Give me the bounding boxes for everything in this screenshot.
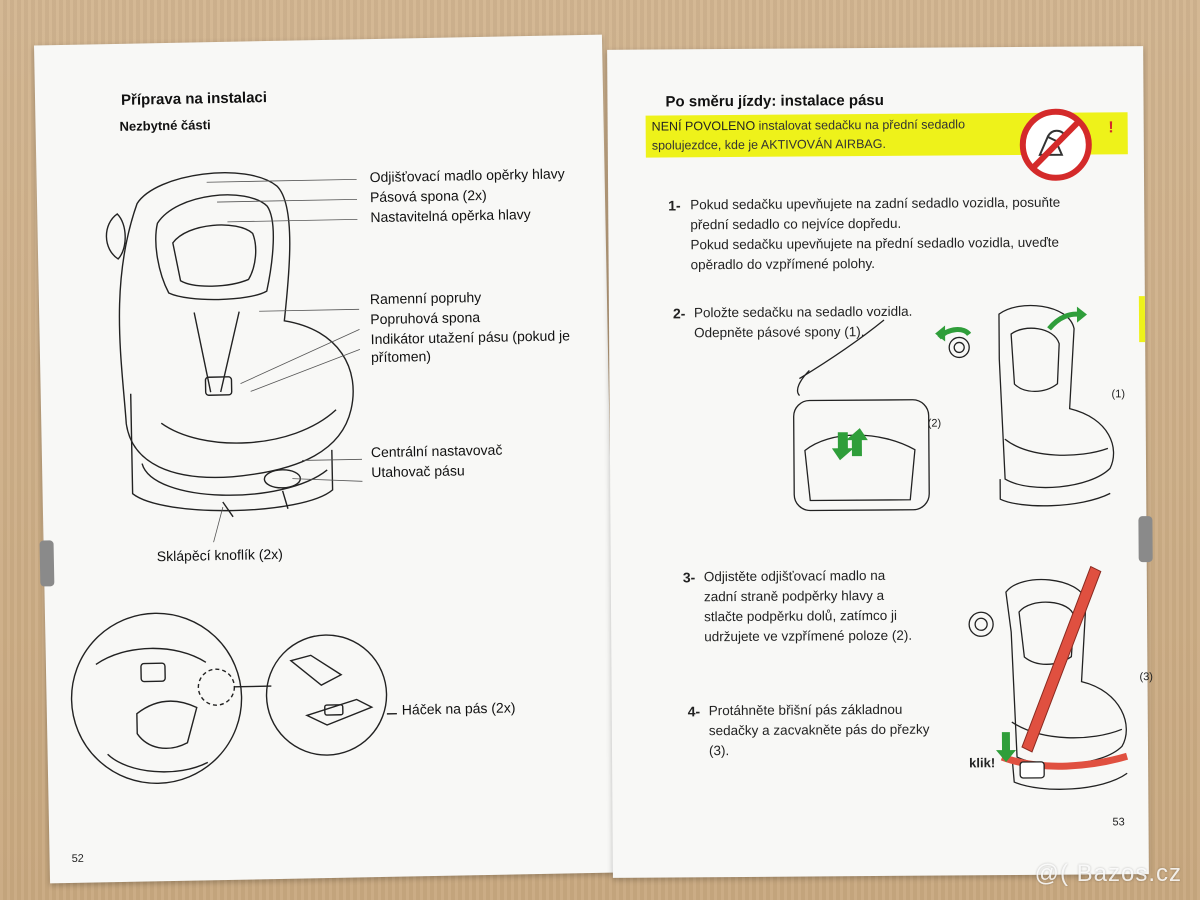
page-number-left: 52 <box>72 853 84 865</box>
page-number-right: 53 <box>1112 816 1124 828</box>
step-4-number: 4- <box>688 703 701 719</box>
step-4-line: Protáhněte břišní pás základnou <box>709 700 930 722</box>
part-label-belt-hook: Háček na pás (2x) <box>402 699 516 718</box>
warning-exclamation: ! <box>1108 118 1113 137</box>
warning-text-line1: instalovat sedačku na přední sedadlo <box>755 117 965 132</box>
step-1-line: opěradlo do vzpřímené polohy. <box>691 252 1131 275</box>
part-label-central-adjuster: Centrální nastavovač <box>371 442 503 462</box>
page-edge-tab <box>40 540 55 586</box>
part-label-belt-tensioner: Utahovač pásu <box>371 462 465 481</box>
part-label-belt-buckle: Pásová spona (2x) <box>370 187 487 206</box>
step-4-text: Protáhněte břišní pás základnou sedačky … <box>709 700 930 762</box>
car-seat-illustration <box>96 159 363 524</box>
part-label-tension-indicator: Indikátor utažení pásu (pokud je <box>371 327 571 348</box>
step-2-illustration <box>789 298 1131 520</box>
figure-label-3: (3) <box>1139 671 1153 683</box>
left-page-title: Příprava na instalaci <box>121 89 267 109</box>
step-3-line: udržujete ve vzpřímené poloze (2). <box>704 626 912 647</box>
step-3-text: Odjistěte odjišťovací madlo na zadní str… <box>704 566 912 647</box>
page-edge-tab-right <box>1138 516 1152 562</box>
step-3-line: zadní straně podpěrky hlavy a <box>704 586 912 607</box>
figure-label-1: (1) <box>1111 388 1125 400</box>
watermark: @( Bazos.cz <box>1035 860 1182 888</box>
part-label-tension-indicator-cont: přítomen) <box>371 348 431 366</box>
part-label-harness-buckle: Popruhová spona <box>370 309 480 328</box>
belt-hook-detail-illustration <box>65 599 399 795</box>
part-label-headrest: Nastavitelná opěrka hlavy <box>370 206 531 226</box>
left-page: Příprava na instalaci Nezbytné části <box>34 35 618 884</box>
step-3-line: stlačte podpěrku dolů, zatímco ji <box>704 606 912 627</box>
part-label-recline-knob: Sklápěcí knoflík (2x) <box>157 546 283 565</box>
right-page: Po směru jízdy: instalace pásu NENÍ POVO… <box>607 46 1149 878</box>
warning-strong-text: NENÍ POVOLENO <box>652 119 756 134</box>
left-page-subtitle: Nezbytné části <box>119 117 210 134</box>
step-4-line: (3). <box>709 740 930 762</box>
step-1-text: Pokud sedačku upevňujete na zadní sedadl… <box>690 192 1131 275</box>
right-page-title: Po směru jízdy: instalace pásu <box>665 92 884 111</box>
step-3-number: 3- <box>683 569 696 585</box>
step-1-number: 1- <box>668 197 681 213</box>
step-3-line: Odjistěte odjišťovací madlo na <box>704 566 912 587</box>
step-4-line: sedačky a zacvakněte pás do přezky <box>709 720 930 742</box>
part-label-shoulder-straps: Ramenní popruhy <box>370 289 482 308</box>
step-2-number: 2- <box>673 305 686 321</box>
airbag-prohibition-icon <box>1018 106 1095 183</box>
figure-label-2: (2) <box>928 418 942 430</box>
klik-label: klik! <box>969 755 995 770</box>
page-edge-marker-yellow <box>1139 296 1145 342</box>
part-label-release-handle: Odjišťovací madlo opěrky hlavy <box>369 165 564 186</box>
